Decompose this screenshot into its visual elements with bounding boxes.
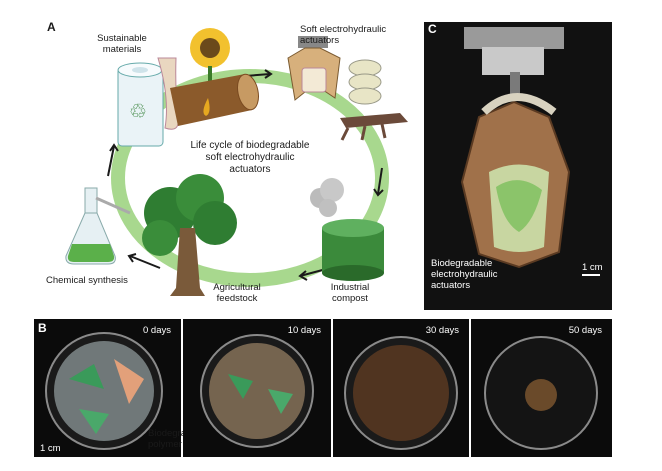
- panel-b-film-label: Biodegradable polymer film: [148, 428, 210, 450]
- cycle-center-text: Life cycle of biodegradable soft electro…: [190, 140, 310, 175]
- panel-b-letter: B: [38, 321, 47, 335]
- panel-b-day50: 50 days: [471, 319, 612, 457]
- soft-actuator-gripper-icon: [287, 36, 408, 141]
- sunflower-icon: [190, 28, 230, 82]
- chemical-synthesis-label: Chemical synthesis: [46, 275, 128, 286]
- day-label-10: 10 days: [287, 325, 321, 336]
- panel-c-letter: C: [428, 22, 437, 36]
- day-label-50: 50 days: [568, 325, 602, 336]
- flask-icon: [65, 187, 131, 265]
- gripper-photo-illustration: [424, 22, 612, 310]
- tree-icon: [142, 174, 237, 296]
- industrial-compost-icon: [310, 178, 384, 281]
- petri-dish-day0: [45, 332, 163, 450]
- life-cycle-diagram: ♲: [65, 28, 408, 296]
- cycle-arrows: [107, 69, 384, 281]
- log-icon: [170, 73, 259, 126]
- sustainable-materials-label: Sustainable materials: [97, 33, 147, 55]
- soft-actuators-label: Soft electrohydraulic actuators: [300, 24, 387, 46]
- petri-dish-day30: [344, 336, 458, 450]
- panel-b-day10: 10 days: [183, 319, 331, 457]
- agricultural-feedstock-label: Agricultural feedstock: [213, 282, 261, 304]
- panel-c-actuator-label: Biodegradable electrohydraulic actuators: [431, 258, 498, 291]
- panel-c-photo: [424, 22, 612, 310]
- petri-dish-day10: [200, 334, 314, 448]
- day-label-30: 30 days: [425, 325, 459, 336]
- industrial-compost-label: Industrial compost: [330, 282, 370, 304]
- sustainable-materials-icon: ♲: [117, 57, 179, 147]
- panel-b-day30: 30 days: [333, 319, 469, 457]
- panel-b-day0: 0 days: [34, 319, 181, 457]
- petri-dish-day50: [484, 336, 598, 450]
- day-label-0: 0 days: [143, 325, 171, 336]
- svg-text:♲: ♲: [129, 101, 147, 123]
- panel-a-letter: A: [47, 20, 56, 34]
- panel-b-scale-label: 1 cm: [40, 443, 61, 454]
- panel-c-scale-label: 1 cm: [582, 262, 603, 273]
